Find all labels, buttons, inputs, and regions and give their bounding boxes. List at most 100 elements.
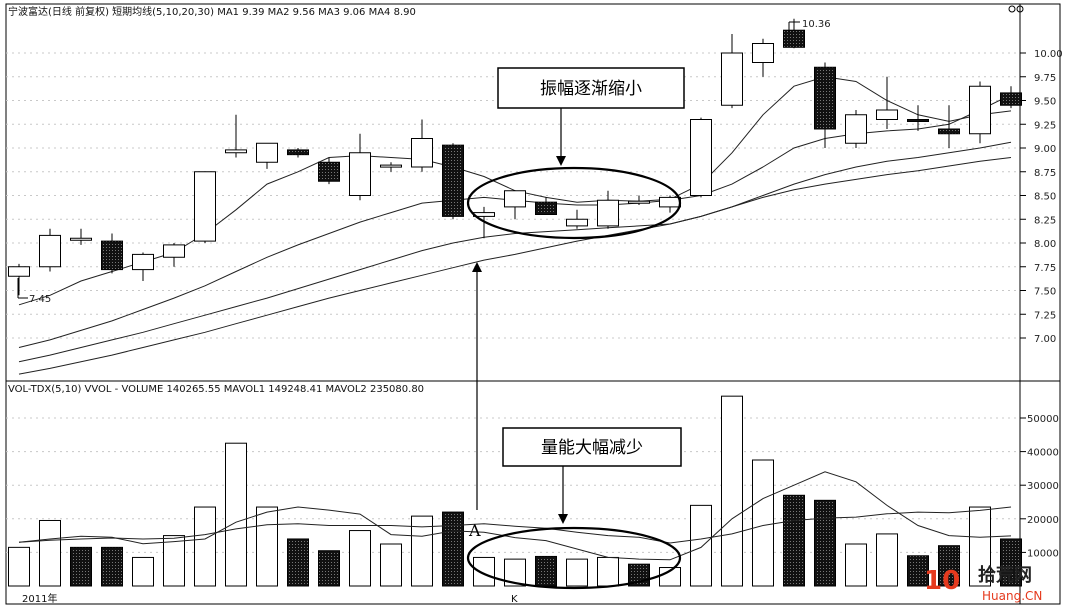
candle-body bbox=[39, 234, 61, 268]
price-tick-label: 8.25 bbox=[1034, 215, 1056, 226]
volume-bar bbox=[876, 533, 898, 587]
volume-axis: 10000 20000 30000 40000 50000 bbox=[1020, 414, 1059, 559]
candle-body bbox=[721, 52, 743, 106]
low-label: 7.45 bbox=[29, 294, 51, 305]
outer-frame bbox=[5, 3, 1061, 605]
candle-body bbox=[194, 171, 216, 242]
candle-body bbox=[597, 199, 619, 227]
price-tick-label: 9.00 bbox=[1034, 144, 1056, 155]
volume-bar bbox=[8, 546, 30, 587]
volume-bar bbox=[132, 556, 154, 587]
volume-header: VOL-TDX(5,10) VVOL - VOLUME 140265.55 MA… bbox=[8, 384, 424, 395]
price-header: 宁波富达(日线 前复权) 短期均线(5,10,20,30) MA1 9.39 M… bbox=[8, 5, 416, 18]
volume-bar bbox=[535, 555, 557, 587]
candle-body bbox=[132, 253, 154, 271]
volume-text: 量能大幅减少 bbox=[541, 438, 643, 458]
volume-bar bbox=[783, 494, 805, 587]
volume-bar bbox=[969, 506, 991, 587]
volume-bar bbox=[256, 506, 278, 587]
watermark-url: Huang.CN bbox=[982, 589, 1042, 603]
volume-ma-lines bbox=[18, 471, 1012, 561]
volume-bar bbox=[101, 546, 123, 587]
volume-bar bbox=[504, 558, 526, 587]
mavol2-line bbox=[18, 506, 1012, 544]
candle-body bbox=[876, 109, 898, 120]
mavol1-line bbox=[18, 471, 1012, 561]
amplitude-text: 振幅逐渐缩小 bbox=[540, 79, 642, 99]
volume-bar bbox=[349, 530, 371, 587]
label-a: A bbox=[468, 521, 481, 540]
price-tick-label: 8.75 bbox=[1034, 168, 1056, 179]
candlestick-series bbox=[8, 18, 1022, 296]
price-tick-label: 7.75 bbox=[1034, 263, 1056, 274]
volume-tick-label: 50000 bbox=[1027, 414, 1059, 425]
volume-bar bbox=[225, 442, 247, 587]
volume-bar bbox=[938, 545, 960, 587]
volume-bar bbox=[39, 519, 61, 587]
window-control-icons[interactable] bbox=[1008, 5, 1024, 13]
small-k-label: K bbox=[511, 594, 518, 605]
volume-bar bbox=[380, 543, 402, 587]
volume-bar bbox=[690, 504, 712, 587]
volume-bar bbox=[597, 556, 619, 587]
candle-body bbox=[70, 237, 92, 241]
volume-bar bbox=[566, 558, 588, 587]
price-tick-label: 8.50 bbox=[1034, 192, 1056, 203]
candle-body bbox=[628, 200, 650, 204]
candle-body bbox=[101, 240, 123, 271]
volume-tick-label: 20000 bbox=[1027, 515, 1059, 526]
price-tick-label: 10.00 bbox=[1034, 49, 1063, 60]
volume-bar-series bbox=[8, 395, 1022, 587]
volume-bar bbox=[752, 459, 774, 587]
grid-lines bbox=[6, 52, 1020, 553]
date-label: 2011年 bbox=[22, 592, 57, 605]
price-tick-label: 7.50 bbox=[1034, 287, 1056, 298]
volume-bar bbox=[473, 556, 495, 587]
candle-body bbox=[318, 161, 340, 182]
volume-bar bbox=[163, 535, 185, 587]
candle-body bbox=[380, 164, 402, 168]
price-tick-label: 8.00 bbox=[1034, 239, 1056, 250]
watermark-logo: 10 拾荒网 Huang.CN bbox=[924, 564, 1042, 603]
volume-bar bbox=[1000, 538, 1022, 587]
volume-bar bbox=[845, 543, 867, 587]
volume-tick-label: 10000 bbox=[1027, 548, 1059, 559]
candle-body bbox=[411, 138, 433, 168]
candle-body bbox=[163, 244, 185, 258]
volume-tick-label: 40000 bbox=[1027, 448, 1059, 459]
a-arrow: A bbox=[468, 262, 482, 540]
volume-tick-label: 30000 bbox=[1027, 481, 1059, 492]
candle-body bbox=[969, 85, 991, 135]
volume-bar bbox=[411, 515, 433, 587]
price-tick-label: 9.50 bbox=[1034, 97, 1056, 108]
price-tick-label: 7.25 bbox=[1034, 310, 1056, 321]
candle-body bbox=[907, 119, 929, 122]
volume-bar bbox=[194, 506, 216, 587]
candle-body bbox=[504, 190, 526, 208]
candle-body bbox=[690, 119, 712, 196]
candle-body bbox=[349, 152, 371, 196]
volume-bar bbox=[70, 546, 92, 587]
ma-line-ma4 bbox=[18, 157, 1012, 375]
candle-body bbox=[442, 144, 464, 217]
candle-body bbox=[225, 149, 247, 154]
watermark-number: 10 bbox=[924, 566, 960, 596]
amplitude-ellipse bbox=[466, 166, 682, 240]
candle-body bbox=[1000, 92, 1022, 106]
volume-bar bbox=[907, 555, 929, 587]
candle-body bbox=[256, 142, 278, 163]
ma-line-ma3 bbox=[18, 141, 1012, 363]
candle-body bbox=[659, 196, 681, 208]
watermark-text: 拾荒网 bbox=[978, 564, 1032, 586]
candle-body bbox=[783, 29, 805, 48]
high-label: 10.36 bbox=[802, 19, 831, 30]
volume-bar bbox=[814, 499, 836, 587]
candle-body bbox=[8, 266, 30, 277]
volume-bar bbox=[318, 550, 340, 587]
volume-bar bbox=[442, 511, 464, 587]
candle-body bbox=[814, 66, 836, 130]
candle-body bbox=[845, 114, 867, 144]
volume-bar bbox=[721, 395, 743, 587]
price-axis: 7.007.257.507.758.008.258.508.759.009.25… bbox=[1020, 49, 1063, 345]
